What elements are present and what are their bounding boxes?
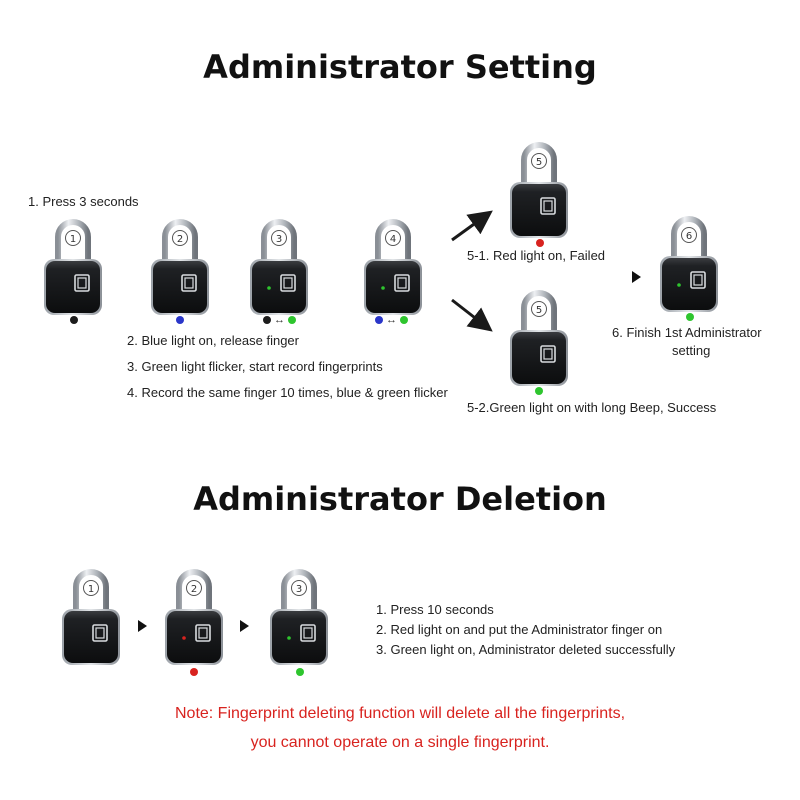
padlock-3: 3: [250, 215, 308, 315]
padlock-2: 2: [151, 215, 209, 315]
indicator-blue-green-pair: ↔: [375, 314, 408, 326]
arrow-to-success-icon: [451, 298, 493, 332]
deletion-padlock-3-number: 3: [296, 584, 302, 595]
setting-step-5-1: 5-1. Red light on, Failed: [467, 248, 606, 263]
deletion-padlock-3: 3: [270, 565, 328, 665]
alternate-arrow-icon: ↔: [274, 314, 285, 326]
setting-step-6-line-2: setting: [672, 343, 711, 358]
indicator-green-led: [535, 387, 543, 395]
setting-step-4: 4. Record the same finger 10 times, blue…: [127, 385, 448, 400]
padlock-2-number: 2: [177, 234, 183, 245]
setting-step-2: 2. Blue light on, release finger: [127, 333, 299, 348]
indicator-blue-led: [176, 316, 184, 324]
setting-step-6-line-1: 6. Finish 1st Administrator: [612, 325, 762, 340]
arrow-right-icon: [138, 620, 147, 632]
padlock-4-led: [381, 286, 385, 290]
green-led-dot: [288, 316, 296, 324]
padlock-6-number: 6: [686, 231, 692, 242]
setting-step-5-2: 5-2.Green light on with long Beep, Succe…: [467, 400, 717, 415]
padlock-1-number: 1: [70, 234, 76, 245]
deletion-step-2: 2. Red light on and put the Administrato…: [376, 622, 663, 637]
deletion-step-3: 3. Green light on, Administrator deleted…: [376, 642, 676, 657]
indicator-green-led: [296, 668, 304, 676]
padlock-3-number: 3: [276, 234, 282, 245]
deletion-padlock-2: 2: [165, 565, 223, 665]
deletion-step-1: 1. Press 10 seconds: [376, 602, 494, 617]
black-led-dot: [263, 316, 271, 324]
padlock-3-led: [267, 286, 271, 290]
deletion-padlock-1-number: 1: [88, 584, 94, 595]
indicator-red-led: [536, 239, 544, 247]
padlock-5-fail-number: 5: [536, 157, 542, 168]
alternate-arrow-icon: ↔: [386, 314, 397, 326]
setting-step-1: 1. Press 3 seconds: [28, 194, 139, 209]
deletion-padlock-2-led: [182, 636, 186, 640]
padlock-1: 1: [44, 215, 102, 315]
indicator-black-led: [70, 316, 78, 324]
indicator-green-led: [686, 313, 694, 321]
deletion-padlock-1: 1: [62, 565, 120, 665]
padlock-5-success: 5: [510, 286, 568, 386]
arrow-right-icon: [632, 271, 641, 283]
blue-led-dot: [375, 316, 383, 324]
padlock-5-fail: 5: [510, 138, 568, 238]
padlock-5-success-number: 5: [536, 305, 542, 316]
deletion-padlock-3-led: [287, 636, 291, 640]
note-line-2: you cannot operate on a single fingerpri…: [250, 734, 550, 751]
setting-title: Administrator Setting: [203, 48, 597, 86]
deletion-title: Administrator Deletion: [193, 480, 607, 518]
green-led-dot: [400, 316, 408, 324]
padlock-4-number: 4: [390, 234, 396, 245]
padlock-4: 4: [364, 215, 422, 315]
arrow-right-icon: [240, 620, 249, 632]
setting-step-3: 3. Green light flicker, start record fin…: [127, 359, 383, 374]
arrow-to-fail-icon: [451, 210, 493, 242]
indicator-black-green-pair: ↔: [263, 314, 296, 326]
deletion-padlock-2-number: 2: [191, 584, 197, 595]
padlock-6-led: [677, 283, 681, 287]
padlock-6: 6: [660, 212, 718, 312]
indicator-red-led: [190, 668, 198, 676]
note-line-1: Note: Fingerprint deleting function will…: [174, 705, 626, 722]
